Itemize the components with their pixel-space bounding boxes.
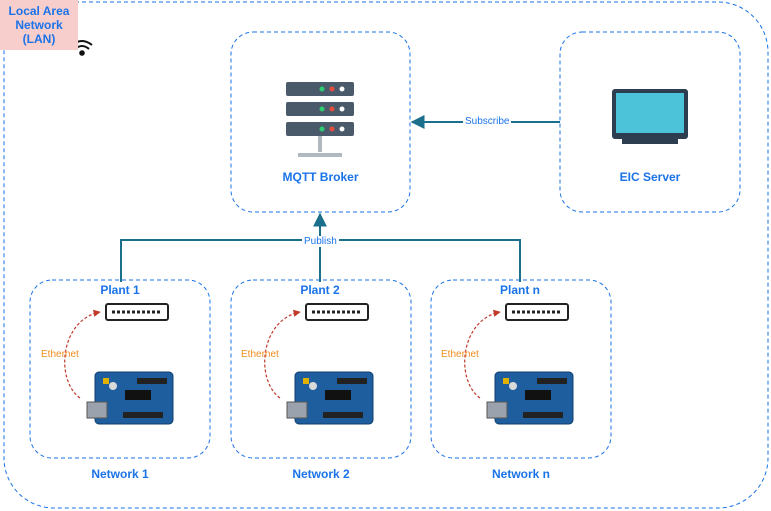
arduino-board-icon: [486, 371, 574, 425]
network-label-2: Network 2: [292, 467, 350, 481]
ethernet-link: [64, 309, 501, 399]
server-rack-icon: [286, 82, 354, 157]
subscribe-label: Subscribe: [463, 116, 512, 127]
lan-label: Local Area Network (LAN): [0, 0, 78, 50]
ethernet-label-2: Ethernet: [241, 349, 279, 360]
server-label: EIC Server: [619, 170, 681, 184]
network-label-1: Network 1: [91, 467, 149, 481]
server-box[interactable]: [559, 31, 741, 213]
network-box-2[interactable]: [230, 279, 412, 459]
arduino-board-icon: [86, 371, 174, 425]
plant-label-2: Plant 2: [300, 283, 340, 297]
broker-label: MQTT Broker: [282, 170, 359, 184]
lan-label-text: Local Area Network (LAN): [8, 4, 70, 46]
arduino-board-icon: [286, 371, 374, 425]
network-label-n: Network n: [491, 467, 550, 481]
broker-box[interactable]: [230, 31, 411, 213]
switch-icon: [304, 302, 370, 322]
switch-icon: [504, 302, 570, 322]
lan-boundary: [3, 1, 769, 509]
monitor-icon: [612, 89, 688, 144]
ethernet-label-n: Ethernet: [441, 349, 479, 360]
switch-icon: [104, 302, 170, 322]
plant-label-1: Plant 1: [100, 283, 140, 297]
ethernet-label-1: Ethernet: [41, 349, 79, 360]
publish-edge: [120, 212, 521, 282]
network-box-1[interactable]: [29, 279, 211, 459]
network-box-n[interactable]: [430, 279, 612, 459]
publish-label: Publish: [302, 236, 339, 247]
plant-label-n: Plant n: [499, 283, 540, 297]
